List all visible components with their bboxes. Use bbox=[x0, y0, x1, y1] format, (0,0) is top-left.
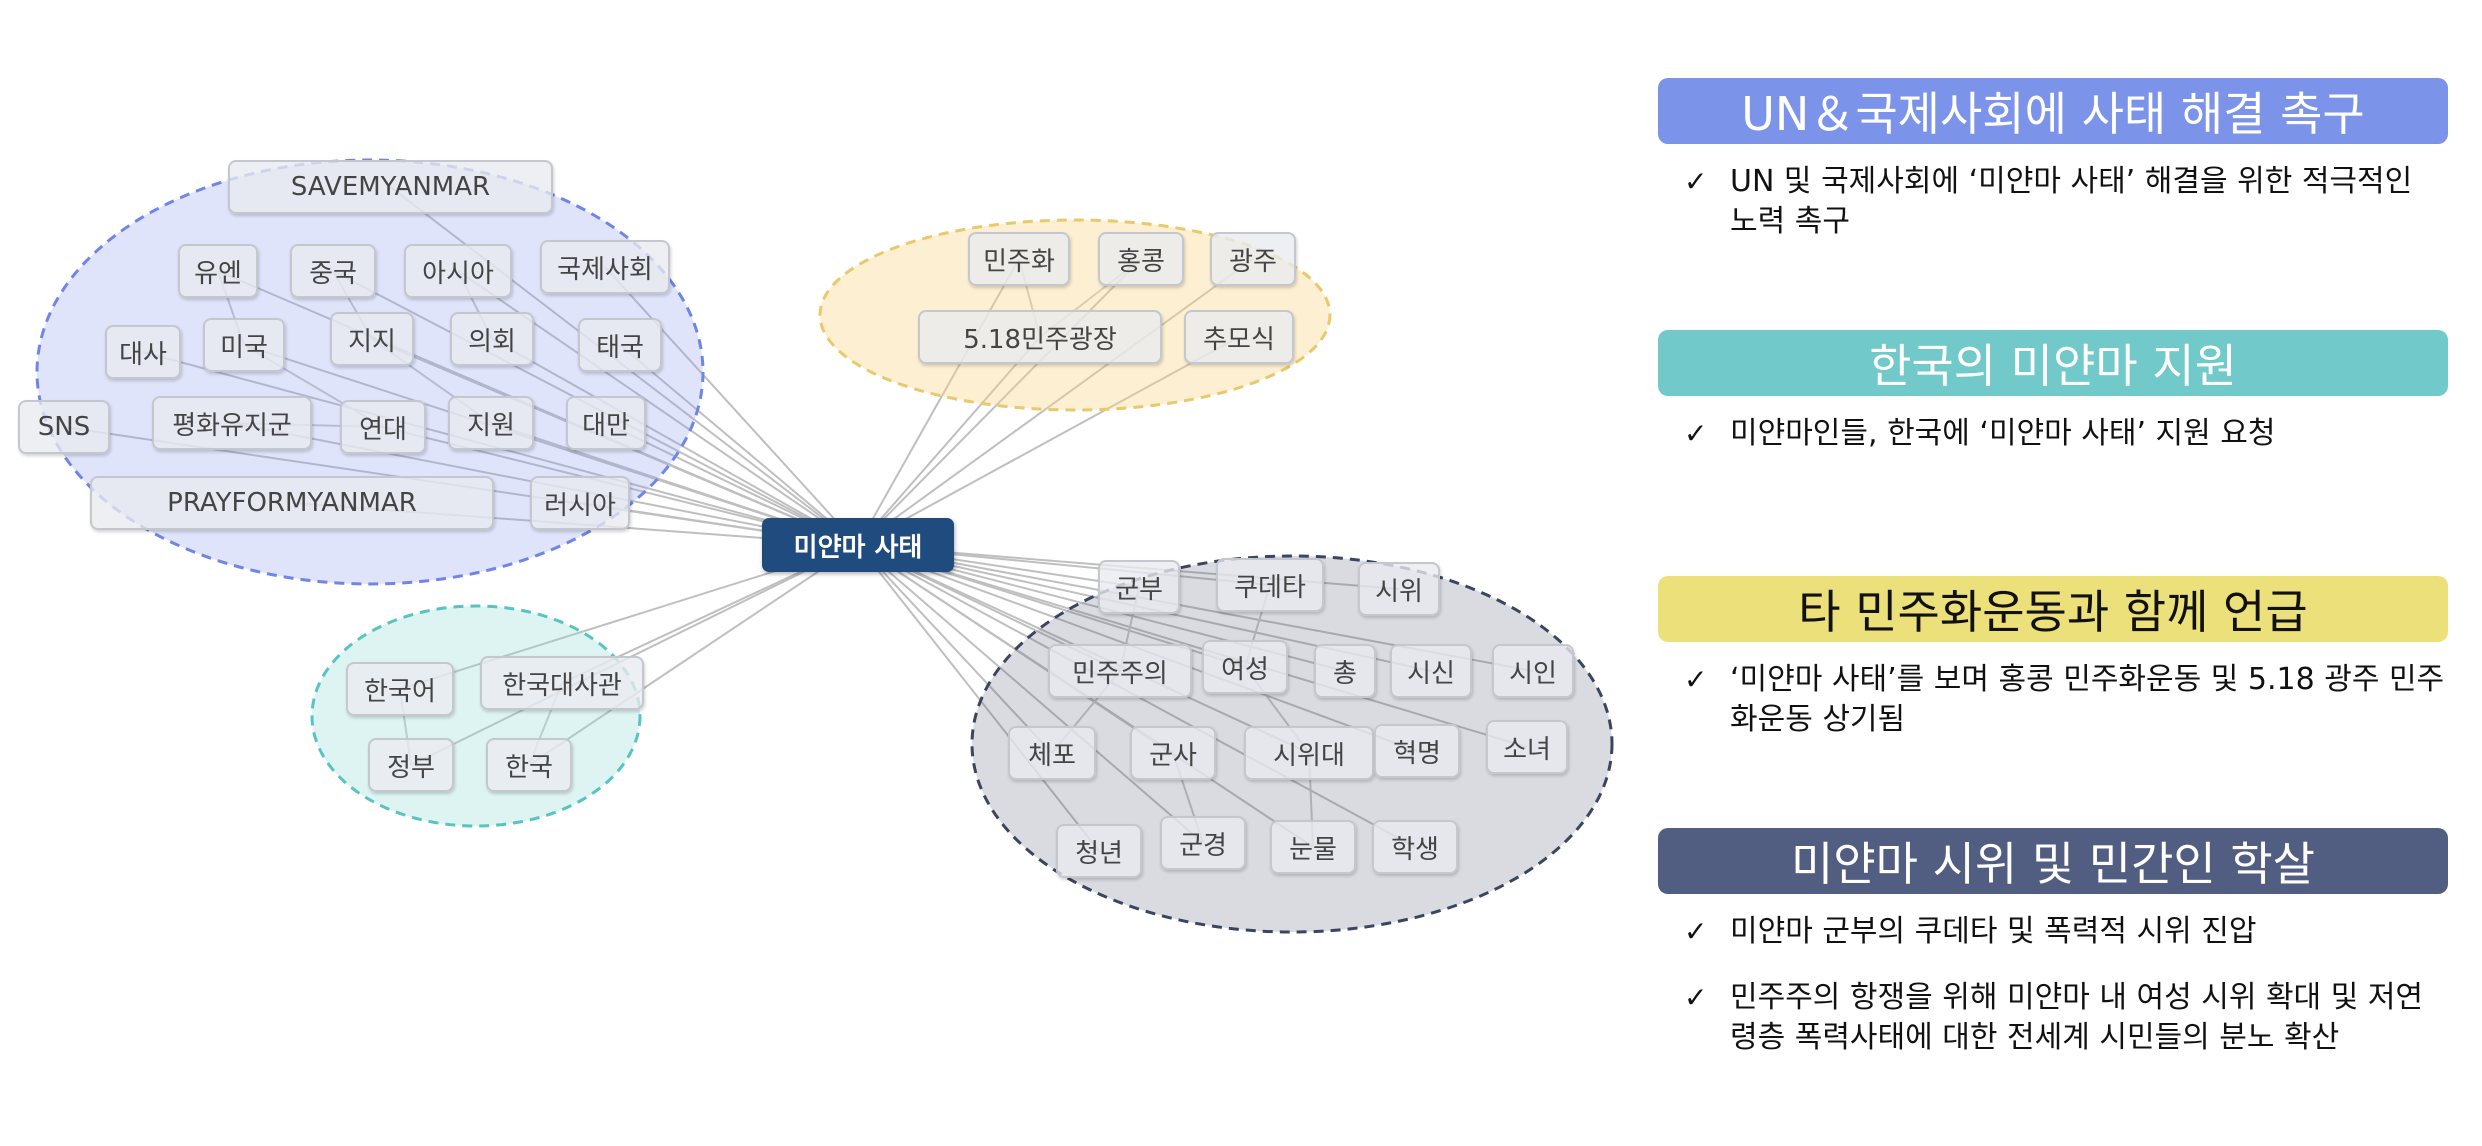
node-protest-13[interactable]: 청년 bbox=[1056, 824, 1142, 878]
node-protest-9[interactable]: 군사 bbox=[1130, 726, 1216, 780]
bullet-list: ✓UN 및 국제사회에 ‘미얀마 사태’ 해결을 위한 적극적인 노력 촉구 bbox=[1658, 162, 2448, 242]
node-international-2[interactable]: 중국 bbox=[290, 244, 376, 298]
node-protest-12[interactable]: 소녀 bbox=[1486, 720, 1568, 774]
node-international-8[interactable]: 의회 bbox=[450, 312, 534, 366]
node-democracy-1[interactable]: 홍콩 bbox=[1098, 232, 1184, 286]
node-protest-8[interactable]: 체포 bbox=[1008, 726, 1096, 780]
node-protest-15[interactable]: 눈물 bbox=[1270, 820, 1356, 874]
node-international-1[interactable]: 유엔 bbox=[178, 244, 258, 298]
node-protest-4[interactable]: 여성 bbox=[1202, 640, 1288, 694]
node-protest-11[interactable]: 혁명 bbox=[1374, 724, 1460, 778]
edge-democracy-3 bbox=[857, 336, 1041, 546]
center-node[interactable]: 미얀마 사태 bbox=[762, 518, 954, 572]
edge-democracy-1 bbox=[857, 258, 1142, 546]
panel-header-protest: 미얀마 시위 및 민간인 학살 bbox=[1658, 828, 2448, 894]
bullet-item: ✓미얀마인들, 한국에 ‘미얀마 사태’ 지원 요청 bbox=[1684, 414, 2448, 454]
edge-protest-12 bbox=[857, 544, 1528, 748]
node-protest-16[interactable]: 학생 bbox=[1372, 820, 1458, 874]
panel-international: UN＆국제사회에 사태 해결 촉구 ✓UN 및 국제사회에 ‘미얀마 사태’ 해… bbox=[1658, 78, 2448, 268]
edge-democracy-0 bbox=[857, 258, 1020, 546]
node-korea-1[interactable]: 한국대사관 bbox=[480, 656, 644, 710]
node-protest-0[interactable]: 군부 bbox=[1098, 560, 1180, 614]
node-democracy-3[interactable]: 5.18민주광장 bbox=[918, 310, 1162, 364]
node-international-5[interactable]: 대사 bbox=[105, 325, 181, 379]
node-protest-10[interactable]: 시위대 bbox=[1244, 726, 1374, 780]
edge-international-8 bbox=[491, 338, 859, 546]
node-international-13[interactable]: 지원 bbox=[448, 396, 534, 450]
panel-protest: 미얀마 시위 및 민간인 학살 ✓미얀마 군부의 쿠데타 및 폭력적 시위 진압… bbox=[1658, 828, 2448, 1084]
check-icon: ✓ bbox=[1684, 417, 1708, 450]
panel-democracy: 타 민주화운동과 함께 언급 ✓‘미얀마 사태’를 보며 홍콩 민주화운동 및 … bbox=[1658, 576, 2448, 766]
edge-democracy-4 bbox=[857, 336, 1240, 546]
node-protest-2[interactable]: 시위 bbox=[1358, 562, 1440, 616]
cluster-korea-ellipse bbox=[310, 604, 642, 828]
bullet-item: ✓UN 및 국제사회에 ‘미얀마 사태’ 해결을 위한 적극적인 노력 촉구 bbox=[1684, 164, 2413, 239]
edge-korea-2 bbox=[410, 544, 859, 766]
node-international-3[interactable]: 아시아 bbox=[404, 244, 512, 298]
node-international-9[interactable]: 태국 bbox=[578, 318, 662, 372]
edge-international-4 bbox=[604, 266, 859, 546]
edge-protest-13 bbox=[857, 544, 1100, 852]
check-icon: ✓ bbox=[1684, 165, 1708, 198]
node-korea-3[interactable]: 한국 bbox=[486, 738, 572, 792]
node-international-11[interactable]: 평화유지군 bbox=[152, 396, 312, 450]
node-international-12[interactable]: 연대 bbox=[340, 400, 426, 454]
node-international-15[interactable]: PRAYFORMYANMAR bbox=[90, 476, 494, 530]
check-icon: ✓ bbox=[1684, 663, 1708, 696]
edge-international-9 bbox=[619, 344, 859, 546]
bullet-list: ✓‘미얀마 사태’를 보며 홍콩 민주화운동 및 5.18 광주 민주화운동 상… bbox=[1658, 660, 2448, 740]
node-protest-3[interactable]: 민주주의 bbox=[1048, 644, 1192, 698]
panel-header-democracy: 타 민주화운동과 함께 언급 bbox=[1658, 576, 2448, 642]
node-international-0[interactable]: SAVEMYANMAR bbox=[228, 160, 553, 214]
node-democracy-4[interactable]: 추모식 bbox=[1184, 310, 1294, 364]
edge-protest-8 bbox=[857, 544, 1053, 754]
node-korea-2[interactable]: 정부 bbox=[368, 738, 454, 792]
edge-democracy-2 bbox=[857, 258, 1254, 546]
node-protest-1[interactable]: 쿠데타 bbox=[1216, 558, 1324, 612]
node-international-10[interactable]: SNS bbox=[18, 400, 110, 454]
edge-protest-14 bbox=[857, 544, 1204, 844]
bullet-item: ✓민주주의 항쟁을 위해 미얀마 내 여성 시위 확대 및 저연령층 폭력사태에… bbox=[1684, 980, 2424, 1055]
node-democracy-0[interactable]: 민주화 bbox=[968, 232, 1070, 286]
bullet-list: ✓미얀마 군부의 쿠데타 및 폭력적 시위 진압 ✓민주주의 항쟁을 위해 미얀… bbox=[1658, 912, 2448, 1058]
panel-header-korea: 한국의 미얀마 지원 bbox=[1658, 330, 2448, 396]
node-international-16[interactable]: 러시아 bbox=[530, 476, 630, 530]
node-protest-14[interactable]: 군경 bbox=[1160, 816, 1246, 870]
node-protest-5[interactable]: 총 bbox=[1314, 644, 1376, 698]
bullet-item: ✓미얀마 군부의 쿠데타 및 폭력적 시위 진압 bbox=[1684, 912, 2448, 952]
node-protest-7[interactable]: 시인 bbox=[1492, 644, 1574, 698]
node-protest-6[interactable]: 시신 bbox=[1390, 644, 1472, 698]
panel-header-international: UN＆국제사회에 사태 해결 촉구 bbox=[1658, 78, 2448, 144]
edge-korea-3 bbox=[528, 544, 859, 766]
check-icon: ✓ bbox=[1684, 981, 1708, 1014]
node-democracy-2[interactable]: 광주 bbox=[1210, 232, 1296, 286]
node-international-14[interactable]: 대만 bbox=[566, 396, 646, 450]
bullet-item: ✓‘미얀마 사태’를 보며 홍콩 민주화운동 및 5.18 광주 민주화운동 상… bbox=[1684, 662, 2445, 737]
node-international-7[interactable]: 지지 bbox=[330, 312, 414, 366]
bullet-list: ✓미얀마인들, 한국에 ‘미얀마 사태’ 지원 요청 bbox=[1658, 414, 2448, 454]
check-icon: ✓ bbox=[1684, 915, 1708, 948]
node-international-4[interactable]: 국제사회 bbox=[540, 240, 670, 294]
panel-korea: 한국의 미얀마 지원 ✓미얀마인들, 한국에 ‘미얀마 사태’ 지원 요청 bbox=[1658, 330, 2448, 480]
node-international-6[interactable]: 미국 bbox=[203, 318, 285, 372]
node-korea-0[interactable]: 한국어 bbox=[346, 662, 454, 716]
